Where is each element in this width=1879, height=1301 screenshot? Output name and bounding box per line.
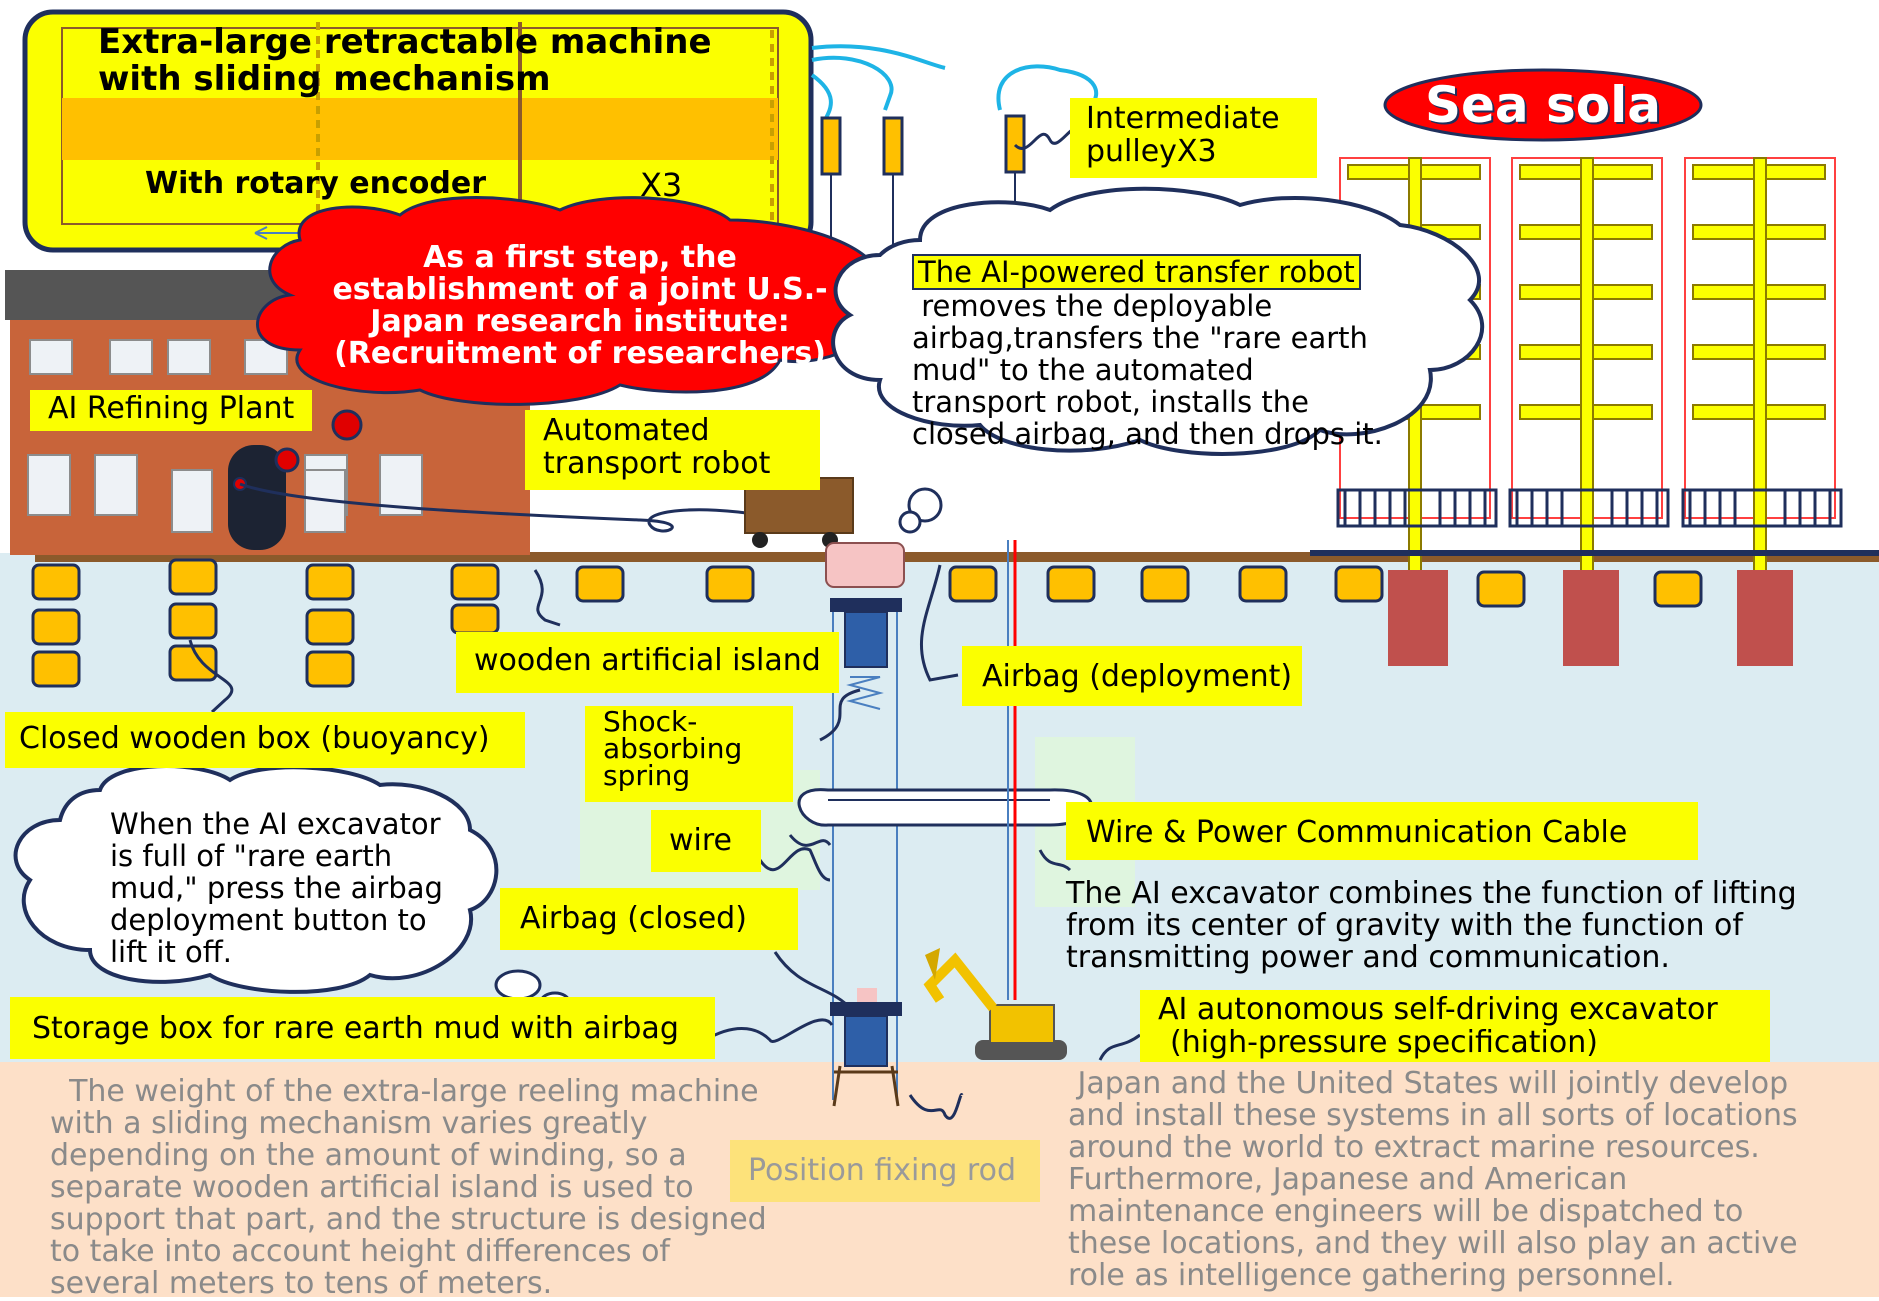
footer-left-line: separate wooden artificial island is use… xyxy=(50,1170,694,1205)
transport-robot-line: transport robot xyxy=(543,446,771,481)
spring-line: Shock- xyxy=(603,705,698,738)
machine-title: Extra-large retractable machine with sli… xyxy=(98,24,712,98)
plant-transport-line xyxy=(239,482,761,533)
transfer-robot-line: airbag,transfers the "rare earth xyxy=(912,321,1368,355)
footer-right-line: role as intelligence gathering personnel… xyxy=(1068,1258,1675,1293)
excavator-line: AI autonomous self-driving excavator xyxy=(1158,992,1718,1027)
airbag-deployment-label: Airbag (deployment) xyxy=(962,646,1302,706)
excavator-label: AI autonomous self-driving excavator (hi… xyxy=(1140,990,1770,1062)
excavator-combines-line: The AI excavator combines the function o… xyxy=(1066,876,1797,911)
footer-right-line: around the world to extract marine resou… xyxy=(1068,1130,1760,1165)
position-rod-label: Position fixing rod xyxy=(730,1140,1040,1202)
footer-left-line: depending on the amount of winding, so a xyxy=(50,1138,687,1173)
intermediate-pulley-line: pulleyX3 xyxy=(1086,134,1217,169)
float-row xyxy=(31,558,1703,608)
machine-title-line: Extra-large retractable machine xyxy=(98,22,712,62)
excavator-full-line: When the AI excavator xyxy=(110,807,441,841)
refining-plant-label: AI Refining Plant xyxy=(30,390,313,431)
reel-drum xyxy=(62,98,778,160)
research-institute-line: Japan research institute: xyxy=(370,304,790,339)
footer-left-line: to take into account height differences … xyxy=(50,1234,670,1269)
footer-left-text: The weight of the extra-large reeling ma… xyxy=(50,1076,767,1300)
thought-bubble xyxy=(898,510,922,534)
marker-dot xyxy=(274,447,300,473)
footer-right-line: these locations, and they will also play… xyxy=(1068,1226,1798,1261)
closed-box-label: Closed wooden box (buoyancy) xyxy=(5,712,525,768)
excavator-line: (high-pressure specification) xyxy=(1170,1025,1598,1060)
intermediate-pulley-label: Intermediate pulleyX3 xyxy=(1070,98,1317,178)
research-institute-line: As a first step, the xyxy=(423,240,737,275)
spring-line: absorbing xyxy=(603,732,743,765)
pulley-pointer xyxy=(1013,128,1073,150)
wooden-island-label: wooden artificial island xyxy=(456,632,839,693)
transfer-robot-line: closed airbag, and then drops it. xyxy=(912,417,1383,451)
storage-box-label: Storage box for rare earth mud with airb… xyxy=(10,997,715,1059)
footer-right-line: Furthermore, Japanese and American xyxy=(1068,1162,1628,1197)
excavator-combines-line: from its center of gravity with the func… xyxy=(1066,908,1743,943)
excavator-full-line: mud," press the airbag xyxy=(110,871,443,905)
excavator-full-line: deployment button to xyxy=(110,903,427,937)
thought-bubble xyxy=(494,969,542,1001)
transfer-robot-line: mud" to the automated xyxy=(912,353,1254,387)
footer-right-line: Japan and the United States will jointly… xyxy=(1068,1066,1789,1101)
transfer-robot-line: transport robot, installs the xyxy=(912,385,1309,419)
pointer-lines xyxy=(188,564,1141,1120)
sea-sola-label: Sea sola xyxy=(1424,76,1662,134)
footer-left-line: The weight of the extra-large reeling ma… xyxy=(50,1074,759,1109)
footer-left-line: support that part, and the structure is … xyxy=(50,1202,767,1237)
research-institute-text: As a first step, the establishment of a … xyxy=(300,242,860,370)
transfer-robot-line: removes the deployable xyxy=(912,289,1273,323)
machine-title-line: with sliding mechanism xyxy=(98,59,551,99)
marker-dot xyxy=(331,409,363,441)
excavator-combines-line: transmitting power and communication. xyxy=(1066,940,1670,975)
float-stack xyxy=(31,602,500,688)
rotary-encoder-label: With rotary encoder xyxy=(145,166,487,201)
footer-right-line: maintenance engineers will be dispatched… xyxy=(1068,1194,1744,1229)
research-institute-line: (Recruitment of researchers) xyxy=(334,336,826,371)
excavator-combines-text: The AI excavator combines the function o… xyxy=(1066,878,1797,974)
transport-robot-label: Automated transport robot xyxy=(525,410,820,490)
transfer-robot-title: The AI-powered transfer robot xyxy=(912,254,1361,290)
research-institute-line: establishment of a joint U.S.- xyxy=(332,272,828,307)
slide-arrow xyxy=(254,226,268,240)
footer-right-text: Japan and the United States will jointly… xyxy=(1068,1068,1798,1292)
airbag-band xyxy=(797,788,1093,827)
intermediate-pulley-line: Intermediate xyxy=(1086,101,1280,136)
footer-right-line: and install these systems in all sorts o… xyxy=(1068,1098,1798,1133)
footer-left-line: with a sliding mechanism varies greatly xyxy=(50,1106,648,1141)
wire-label: wire xyxy=(651,810,761,872)
sea-sola-badge xyxy=(1383,68,1703,142)
research-institute-cloud xyxy=(256,196,885,406)
excavator-full-cloud xyxy=(13,764,499,994)
spring-label: Shock- absorbing spring xyxy=(585,706,793,802)
excavator-full-line: is full of "rare earth xyxy=(110,839,393,873)
excavator-full-text: When the AI excavator is full of "rare e… xyxy=(110,808,443,968)
excavator-full-line: lift it off. xyxy=(110,935,232,969)
footer-left-line: several meters to tens of meters. xyxy=(50,1266,553,1301)
airbag-closed-label: Airbag (closed) xyxy=(500,888,798,950)
spring-line: spring xyxy=(603,759,691,792)
power-cable-label: Wire & Power Communication Cable xyxy=(1066,802,1698,860)
transfer-robot-text: The AI-powered transfer robot removes th… xyxy=(912,254,1383,450)
top-wires xyxy=(810,44,1099,121)
transport-robot-line: Automated xyxy=(543,413,710,448)
deck-waterline xyxy=(35,552,1879,562)
excavator xyxy=(923,948,1067,1060)
x3-label: X3 xyxy=(640,166,683,204)
